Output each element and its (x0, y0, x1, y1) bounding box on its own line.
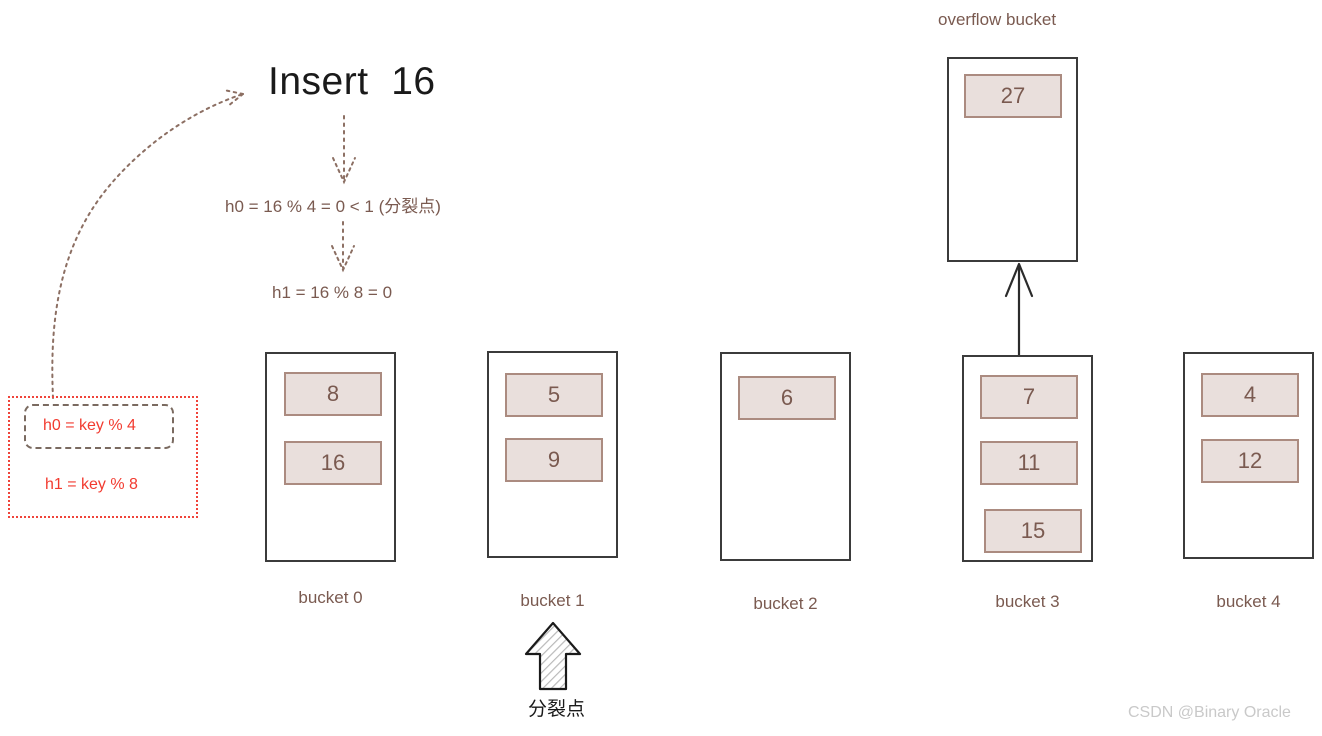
legend-to-title-arrow (51, 89, 244, 399)
bucket-2-label: bucket 2 (753, 594, 818, 613)
key-box: 27 (964, 74, 1062, 118)
key-box: 5 (505, 373, 603, 417)
key-box: 9 (505, 438, 603, 482)
formula-h1: h1 = 16 % 8 = 0 (272, 283, 393, 302)
bucket-0-label: bucket 0 (298, 588, 363, 607)
key-box: 15 (984, 509, 1082, 553)
key-box: 7 (980, 375, 1078, 419)
bucket-4-label: bucket 4 (1216, 592, 1281, 611)
bucket-0: 8 16 (265, 352, 396, 562)
key-value: 4 (1243, 382, 1257, 407)
hash-rule-legend-box (8, 396, 198, 518)
key-value: 9 (547, 447, 561, 472)
bucket-1-label: bucket 1 (520, 591, 585, 610)
key-value: 12 (1237, 448, 1263, 473)
key-box: 16 (284, 441, 382, 485)
key-value: 11 (1017, 450, 1041, 475)
bucket3-to-overflow-arrow (1004, 262, 1034, 356)
key-value: 15 (1020, 518, 1046, 543)
bucket-2: 6 (720, 352, 851, 561)
split-point-arrow (524, 621, 582, 691)
legend-h0-rule: h0 = key % 4 (43, 417, 136, 434)
bucket-4: 4 12 (1183, 352, 1314, 559)
split-point-caption: 分裂点 (528, 699, 586, 720)
overflow-bucket: 27 (947, 57, 1078, 262)
key-box: 4 (1201, 373, 1299, 417)
key-value: 27 (1000, 83, 1026, 108)
key-box: 12 (1201, 439, 1299, 483)
watermark: CSDN @Binary Oracle (1128, 704, 1291, 721)
key-value: 16 (320, 450, 346, 475)
overflow-bucket-caption: overflow bucket (938, 10, 1057, 29)
key-box: 8 (284, 372, 382, 416)
key-value: 5 (547, 382, 561, 407)
formula-h0: h0 = 16 % 4 = 0 < 1 (分裂点) (225, 197, 441, 216)
title-to-h0-arrow (332, 115, 356, 185)
bucket-3: 7 11 15 (962, 355, 1093, 562)
key-box: 11 (980, 441, 1078, 485)
key-value: 7 (1022, 384, 1036, 409)
legend-h1-rule: h1 = key % 8 (45, 476, 138, 493)
key-value: 8 (326, 381, 340, 406)
h0-to-h1-arrow (331, 221, 355, 273)
insert-title: Insert 16 (268, 60, 436, 103)
hash-rule-h0-highlight-box (24, 404, 174, 449)
key-value: 6 (780, 385, 794, 410)
key-box: 6 (738, 376, 836, 420)
bucket-1: 5 9 (487, 351, 618, 558)
bucket-3-label: bucket 3 (995, 592, 1060, 611)
